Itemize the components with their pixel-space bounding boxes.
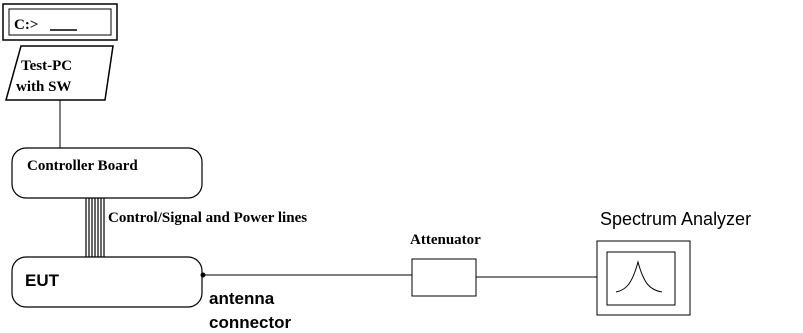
pc-label-line1: Test-PC (21, 58, 72, 74)
controller-board-box (11, 147, 203, 199)
spectrum-analyzer: Spectrum Analyzer (596, 209, 751, 316)
eut: EUT antenna connector (11, 256, 292, 332)
pc-keyboard-base (5, 45, 114, 101)
test-pc: C:> Test-PC with SW (2, 3, 118, 101)
eut-label: EUT (25, 271, 60, 290)
monitor-frame (2, 3, 118, 41)
attenuator-label: Attenuator (410, 232, 481, 248)
antenna-label-line2: connector (209, 313, 292, 332)
analyzer-case (596, 240, 691, 316)
analyzer-label: Spectrum Analyzer (600, 209, 751, 229)
antenna-label-line1: antenna (209, 289, 275, 308)
controller-board-label: Controller Board (27, 158, 138, 174)
monitor-screen (8, 8, 112, 36)
controller-board: Controller Board (11, 147, 203, 199)
eut-box (11, 256, 203, 308)
pc-prompt: C:> (14, 17, 38, 33)
bus-label: Control/Signal and Power lines (108, 210, 307, 226)
spectrum-peak-icon (615, 260, 663, 293)
control-bus (85, 198, 105, 257)
pc-label-line2: with SW (16, 79, 71, 95)
attenuator: Attenuator (410, 232, 481, 297)
attenuator-box (411, 258, 477, 297)
analyzer-screen (606, 251, 676, 306)
